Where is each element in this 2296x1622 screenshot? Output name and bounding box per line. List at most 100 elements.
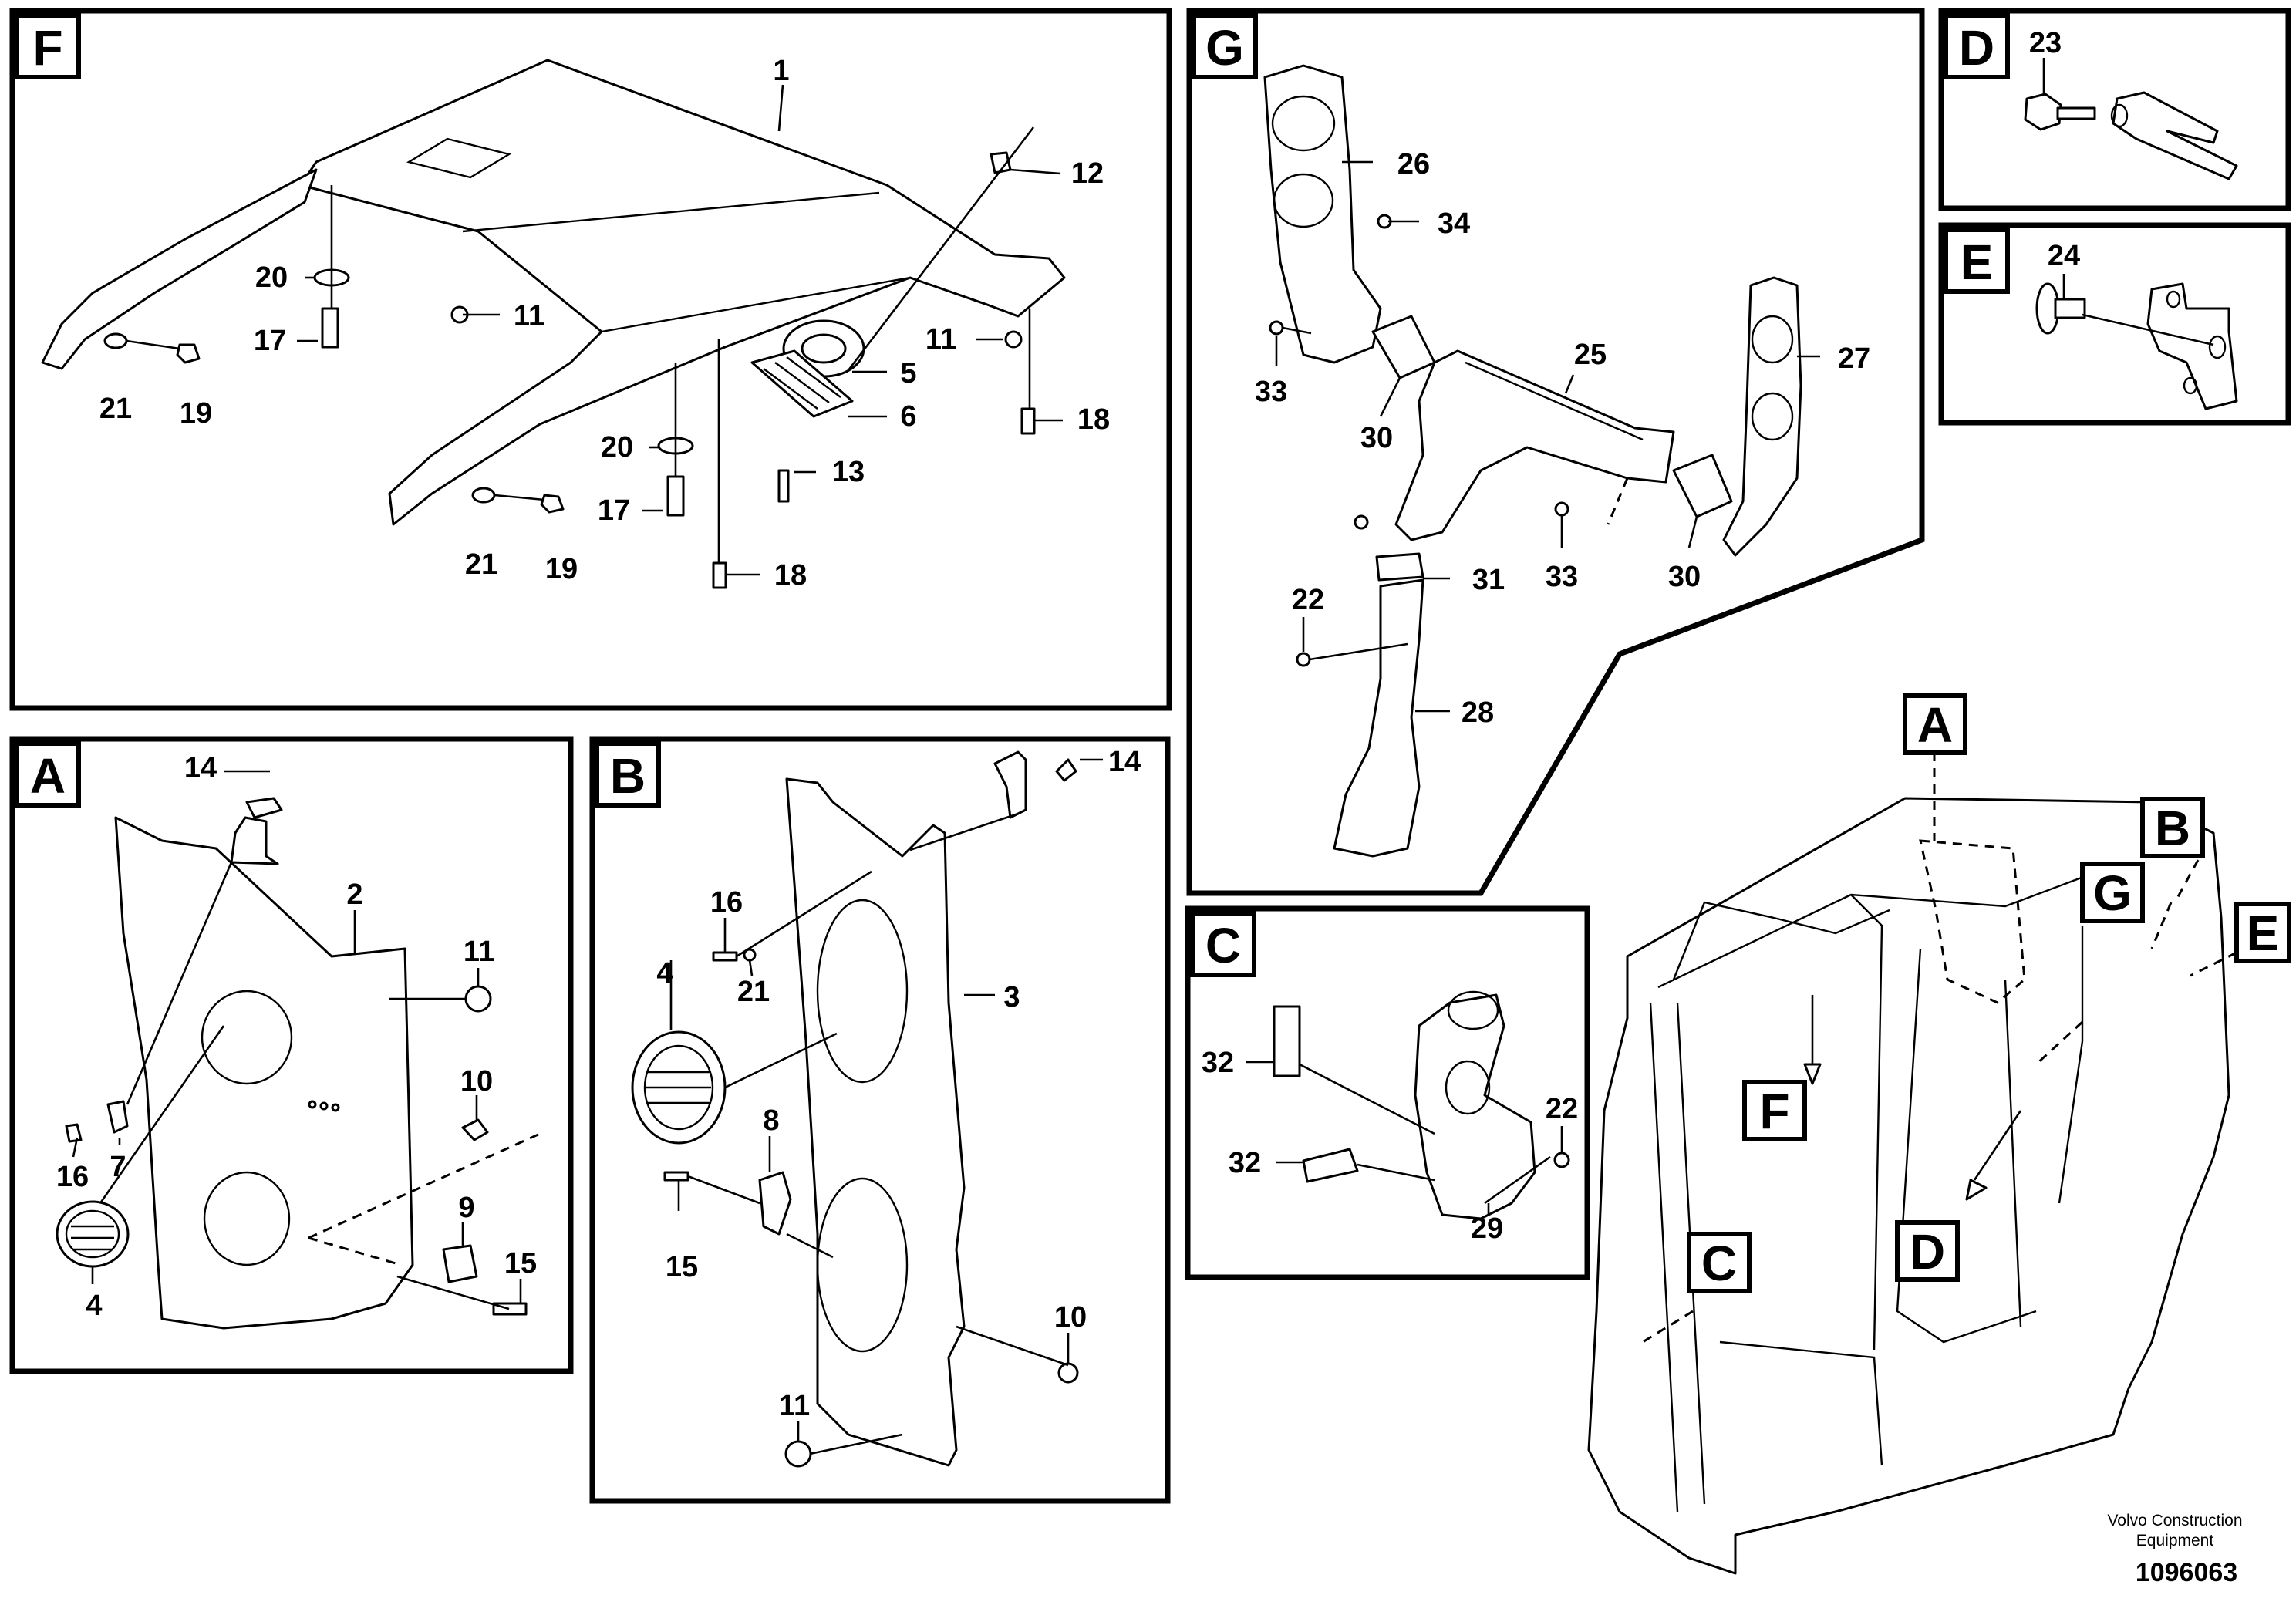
duct-29 [1414,990,1536,1220]
callout-16-b: 16 [710,886,743,919]
callout-19a: 19 [180,397,212,430]
callout-23: 23 [2029,27,2062,59]
callout-29: 29 [1471,1212,1503,1245]
vent-4-b [631,1030,727,1145]
callout-20b: 20 [601,431,633,464]
overview-dashed-leads [1642,752,2237,1344]
callout-7: 7 [110,1151,126,1183]
bracket-8 [758,1171,792,1236]
callout-4-a: 4 [86,1290,102,1322]
overview-tags: A B G E F D C [1687,693,2291,1293]
leader-lines-a [72,770,541,1310]
callout-14-b: 14 [1108,746,1141,778]
clip-14-b [993,750,1077,819]
cab-frame [1587,797,2230,1575]
callout-13: 13 [832,456,865,488]
clip-14-a [230,797,283,865]
drawing-number: 1096063 [2136,1558,2237,1587]
fastener-22-c [1553,1152,1570,1168]
speaker-grille-6 [750,349,854,418]
side-panel-3 [785,777,966,1467]
callout-14-a: 14 [184,752,217,784]
screw-24 [2035,282,2086,335]
callout-1: 1 [773,55,789,87]
callouts-f: 1 12 5 6 13 11 18 20 17 21 19 11 20 17 2… [99,55,1110,592]
company-line-1: Volvo Construction [2107,1512,2242,1529]
coupler-31 [1375,552,1424,582]
callout-10-a: 10 [460,1065,493,1098]
leader-lines-g [1275,160,1820,713]
callout-11b: 11 [925,323,956,356]
leader-lines-f [126,84,1063,576]
tag-b: B [2155,801,2190,856]
panel-g-letter: G [1205,20,1244,76]
panel-b-letter: B [610,748,646,804]
callout-8: 8 [763,1104,779,1137]
panel-a-letter: A [30,748,66,804]
tag-g: G [2093,865,2132,921]
callout-34: 34 [1438,207,1470,240]
callout-22-c: 22 [1546,1093,1578,1125]
duct-26 [1263,64,1382,364]
leader-lines-c [1246,1061,1563,1215]
tag-d: D [1910,1224,1945,1280]
pad-32-lower [1302,1148,1359,1183]
callout-25: 25 [1574,339,1607,371]
callout-10-b: 10 [1054,1301,1087,1334]
callout-31: 31 [1472,564,1505,596]
callout-12: 12 [1071,157,1104,190]
panel-f: F [9,8,1172,711]
callout-19b: 19 [545,553,578,585]
callout-32a: 32 [1202,1047,1234,1079]
tag-e: E [2247,905,2280,961]
callout-20a: 20 [255,261,288,294]
panel-d: D 23 [1938,8,2291,211]
callout-33a: 33 [1255,376,1287,408]
callout-21a: 21 [99,393,132,425]
panel-d-letter: D [1959,20,1994,76]
callout-17a: 17 [254,325,286,357]
callout-15-a: 15 [504,1247,537,1280]
callout-26: 26 [1397,148,1430,180]
callout-9: 9 [458,1192,474,1224]
callout-18b: 18 [774,559,807,592]
side-panel-2 [114,816,414,1330]
panel-e-letter: E [1961,234,1994,290]
pad-32-upper [1273,1005,1301,1077]
fasteners-a [65,985,528,1316]
callout-16-a: 16 [56,1161,89,1193]
panel-c: C 32 32 22 29 [1185,905,1590,1280]
callout-11-b: 11 [779,1390,810,1422]
callout-28: 28 [1462,696,1494,729]
callout-21b: 21 [465,548,497,581]
callout-4-b: 4 [656,957,673,990]
fasteners-g [1269,214,1569,667]
panel-e: E 24 [1938,222,2291,426]
callout-5: 5 [900,357,916,389]
callout-6: 6 [900,400,916,433]
callouts-g: 26 34 33 25 27 30 33 30 31 22 28 [1255,148,1870,729]
callout-33b: 33 [1546,561,1578,593]
duct-28 [1333,578,1424,858]
leader-lines-b [669,758,1103,1455]
callout-27: 27 [1838,342,1870,375]
bracket-e [2146,282,2238,410]
callout-2: 2 [346,878,362,911]
cab-overview: A B G E F D C [1587,693,2291,1575]
roof-panel [41,59,1066,526]
vent-4-a [56,1200,130,1268]
footer: Volvo Construction Equipment 1096063 [2107,1512,2242,1587]
tag-a: A [1917,697,1953,753]
callouts-c: 32 32 22 29 [1202,1047,1578,1245]
callout-17b: 17 [598,494,630,527]
company-line-2: Equipment [2136,1532,2214,1549]
callout-3: 3 [1003,981,1020,1013]
panel-f-letter: F [32,20,62,76]
panel-g: G [1186,8,1925,896]
panel-b: B [589,736,1171,1504]
callout-22-g: 22 [1292,584,1324,616]
callout-30a: 30 [1360,422,1393,454]
callouts-b: 14 16 21 3 4 8 15 10 11 [656,746,1141,1422]
callout-21-b: 21 [737,976,770,1008]
